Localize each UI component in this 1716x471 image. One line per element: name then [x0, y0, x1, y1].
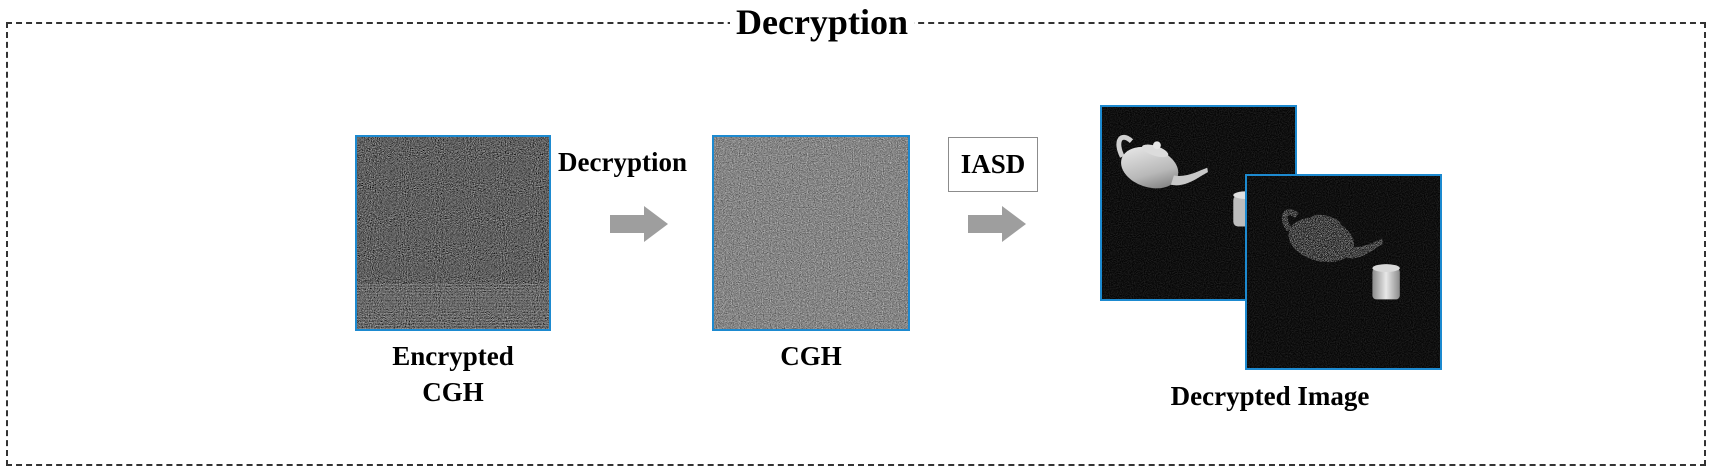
- frame-title: Decryption: [730, 0, 914, 44]
- encrypted-cgh-caption-line1: Encrypted: [392, 341, 514, 371]
- cgh-caption: CGH: [780, 341, 842, 371]
- right-arrow-icon: [968, 206, 1026, 242]
- encrypted-cgh-caption-line2: CGH: [422, 377, 484, 407]
- decryption-step-label: Decryption: [558, 147, 687, 177]
- cgh-image: [712, 135, 910, 331]
- decrypted-image-front: [1245, 174, 1442, 370]
- iasd-box: IASD: [948, 137, 1038, 192]
- decrypted-image-caption: Decrypted Image: [1170, 381, 1370, 411]
- right-arrow-icon: [610, 206, 668, 242]
- encrypted-cgh-caption: Encrypted CGH: [353, 338, 553, 410]
- encrypted-cgh-image: [355, 135, 551, 331]
